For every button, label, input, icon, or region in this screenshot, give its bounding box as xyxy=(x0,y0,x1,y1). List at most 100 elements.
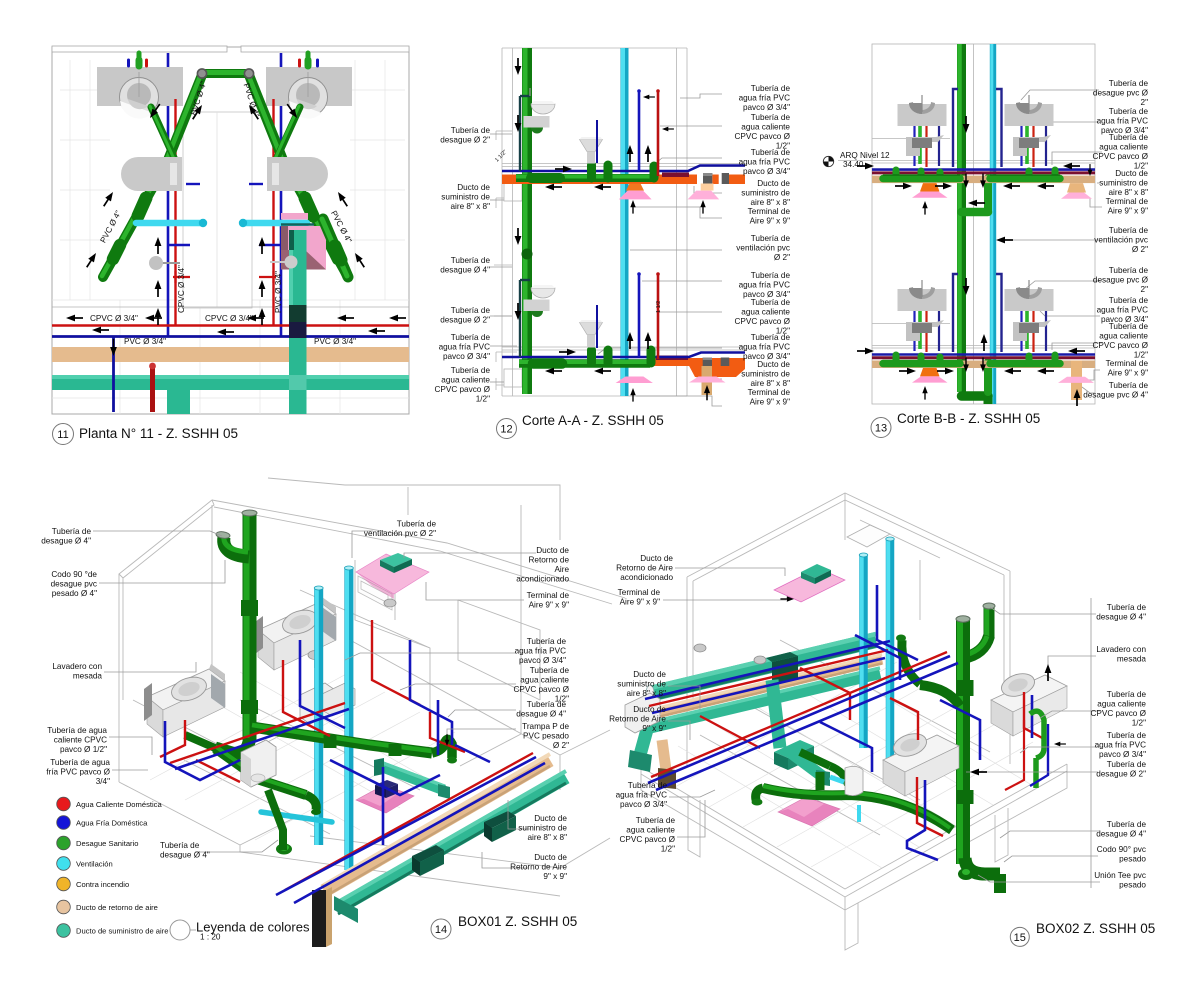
svg-text:Tubería de: Tubería de xyxy=(628,781,668,790)
svg-text:agua fría PVC: agua fría PVC xyxy=(1097,306,1149,315)
svg-text:Terminal de: Terminal de xyxy=(1106,359,1149,368)
svg-text:CPVC pavco Ø: CPVC pavco Ø xyxy=(434,385,490,394)
svg-text:Terminal de: Terminal de xyxy=(527,591,570,600)
svg-text:pavco Ø 3/4": pavco Ø 3/4" xyxy=(1099,750,1146,759)
svg-text:Ducto de: Ducto de xyxy=(534,853,567,862)
svg-text:Tubería de: Tubería de xyxy=(1109,226,1149,235)
svg-text:Terminal de: Terminal de xyxy=(1106,197,1149,206)
svg-text:Ducto de: Ducto de xyxy=(640,554,673,563)
svg-text:1/2": 1/2" xyxy=(1134,162,1148,171)
svg-text:aire 8" x 8": aire 8" x 8" xyxy=(627,689,667,698)
svg-text:agua caliente: agua caliente xyxy=(1099,143,1148,152)
svg-text:agua caliente: agua caliente xyxy=(1097,700,1146,709)
svg-text:aire 8" x 8": aire 8" x 8" xyxy=(528,833,568,842)
svg-text:Tubería de: Tubería de xyxy=(751,333,791,342)
svg-text:1/2": 1/2" xyxy=(555,695,569,704)
svg-text:1/2": 1/2" xyxy=(776,142,790,151)
svg-text:suministro de: suministro de xyxy=(441,193,490,202)
svg-text:desague Ø 4": desague Ø 4" xyxy=(1096,830,1146,839)
svg-text:Tubería de: Tubería de xyxy=(1109,133,1149,142)
svg-text:Tubería de: Tubería de xyxy=(397,520,437,529)
svg-text:pavco Ø 3/4": pavco Ø 3/4" xyxy=(620,800,667,809)
svg-text:agua fría PVC: agua fría PVC xyxy=(739,94,791,103)
svg-text:Tubería de: Tubería de xyxy=(160,841,200,850)
svg-text:desague pvc Ø: desague pvc Ø xyxy=(1093,276,1149,285)
svg-text:mesada: mesada xyxy=(1117,655,1147,664)
svg-text:agua fría PVC: agua fría PVC xyxy=(1095,741,1147,750)
svg-text:Tubería de: Tubería de xyxy=(1109,296,1149,305)
svg-text:agua caliente: agua caliente xyxy=(520,676,569,685)
svg-text:13: 13 xyxy=(875,423,887,435)
svg-text:Ø 2": Ø 2" xyxy=(774,253,790,262)
svg-text:agua fría PVC: agua fría PVC xyxy=(739,343,791,352)
svg-text:fría PVC pavco Ø: fría PVC pavco Ø xyxy=(46,768,110,777)
svg-text:Aire 9" x 9": Aire 9" x 9" xyxy=(1108,369,1148,378)
svg-text:aire 8" x 8": aire 8" x 8" xyxy=(451,202,491,211)
svg-text:Contra incendio: Contra incendio xyxy=(76,880,129,889)
svg-text:9" x 9": 9" x 9" xyxy=(642,724,666,733)
svg-text:2": 2" xyxy=(1141,98,1149,107)
svg-text:pavco Ø 3/4": pavco Ø 3/4" xyxy=(519,656,566,665)
svg-text:Aire 9" x 9": Aire 9" x 9" xyxy=(750,217,790,226)
svg-text:PVC pesado: PVC pesado xyxy=(523,732,569,741)
svg-text:Tubería de: Tubería de xyxy=(1109,107,1149,116)
svg-text:acondicionado: acondicionado xyxy=(516,575,569,584)
svg-text:Ducto de retorno de aire: Ducto de retorno de aire xyxy=(76,903,158,912)
svg-text:Tubería de: Tubería de xyxy=(527,637,567,646)
svg-text:pavco Ø 3/4": pavco Ø 3/4" xyxy=(743,167,790,176)
svg-text:pavco Ø 3/4": pavco Ø 3/4" xyxy=(743,103,790,112)
svg-text:Lavadero con: Lavadero con xyxy=(52,662,102,671)
svg-text:Unión Tee pvc: Unión Tee pvc xyxy=(1094,871,1146,880)
svg-text:Retorno de Aire: Retorno de Aire xyxy=(616,564,673,573)
svg-text:pesado: pesado xyxy=(1119,881,1146,890)
svg-text:desague Ø 4": desague Ø 4" xyxy=(440,266,490,275)
svg-text:desague Ø 2": desague Ø 2" xyxy=(440,136,490,145)
svg-text:Terminal de: Terminal de xyxy=(748,207,791,216)
svg-text:Ducto de: Ducto de xyxy=(536,546,569,555)
svg-text:agua caliente: agua caliente xyxy=(626,826,675,835)
svg-text:PVC Ø 3/4": PVC Ø 3/4" xyxy=(274,271,283,313)
svg-text:Tubería de: Tubería de xyxy=(527,700,567,709)
svg-text:Codo 90 °de: Codo 90 °de xyxy=(51,570,97,579)
svg-text:suministro de: suministro de xyxy=(1099,179,1148,188)
svg-text:Leyenda de colores: Leyenda de colores xyxy=(196,920,310,935)
svg-text:pesado Ø 4": pesado Ø 4" xyxy=(52,589,97,598)
svg-text:pavco Ø 3/4": pavco Ø 3/4" xyxy=(1101,126,1148,135)
svg-text:1 : 20: 1 : 20 xyxy=(200,933,221,942)
svg-text:Tubería de: Tubería de xyxy=(751,234,791,243)
svg-text:agua caliente: agua caliente xyxy=(741,123,790,132)
svg-text:Aire 9" x 9": Aire 9" x 9" xyxy=(750,398,790,407)
svg-text:Tubería de: Tubería de xyxy=(751,113,791,122)
svg-text:CPVC pavco Ø: CPVC pavco Ø xyxy=(734,317,790,326)
svg-text:agua fría PVC: agua fría PVC xyxy=(515,647,567,656)
svg-text:CPVC pavco Ø: CPVC pavco Ø xyxy=(513,685,569,694)
svg-text:Tubería de: Tubería de xyxy=(1107,603,1147,612)
svg-text:Ducto de: Ducto de xyxy=(534,814,567,823)
svg-text:caliente CPVC: caliente CPVC xyxy=(54,736,107,745)
svg-text:Tubería de: Tubería de xyxy=(751,84,791,93)
svg-text:Tubería de: Tubería de xyxy=(451,366,491,375)
svg-text:desague Ø 4": desague Ø 4" xyxy=(1096,613,1146,622)
svg-text:Tubería de: Tubería de xyxy=(1107,760,1147,769)
svg-text:ventilación pvc: ventilación pvc xyxy=(736,244,790,253)
svg-text:Agua Caliente Doméstica: Agua Caliente Doméstica xyxy=(76,800,162,809)
svg-text:Tubería de: Tubería de xyxy=(451,126,491,135)
svg-text:34.40: 34.40 xyxy=(843,160,864,169)
svg-text:Tubería de: Tubería de xyxy=(451,256,491,265)
svg-text:Codo 90° pvc: Codo 90° pvc xyxy=(1097,845,1146,854)
svg-text:suministro de: suministro de xyxy=(617,680,666,689)
svg-text:Planta N° 11 - Z. SSHH 05: Planta N° 11 - Z. SSHH 05 xyxy=(79,426,238,441)
svg-text:pavco Ø 3/4": pavco Ø 3/4" xyxy=(1101,315,1148,324)
svg-text:agua fría PVC: agua fría PVC xyxy=(1097,117,1149,126)
svg-text:1/2": 1/2" xyxy=(661,845,675,854)
svg-text:agua caliente: agua caliente xyxy=(1099,332,1148,341)
svg-text:CPVC Ø 3/4": CPVC Ø 3/4" xyxy=(177,265,186,313)
svg-text:Aire 9" x 9": Aire 9" x 9" xyxy=(620,598,660,607)
svg-text:CPVC Ø 3/4": CPVC Ø 3/4" xyxy=(205,314,253,323)
svg-text:Tubería de: Tubería de xyxy=(1107,731,1147,740)
svg-text:PVC Ø 3/4": PVC Ø 3/4" xyxy=(124,337,166,346)
svg-text:1/2": 1/2" xyxy=(476,395,490,404)
svg-text:CPVC pavco Ø: CPVC pavco Ø xyxy=(734,132,790,141)
svg-text:CPVC pavco Ø: CPVC pavco Ø xyxy=(1092,341,1148,350)
svg-text:ARQ Nivel 12: ARQ Nivel 12 xyxy=(840,151,890,160)
